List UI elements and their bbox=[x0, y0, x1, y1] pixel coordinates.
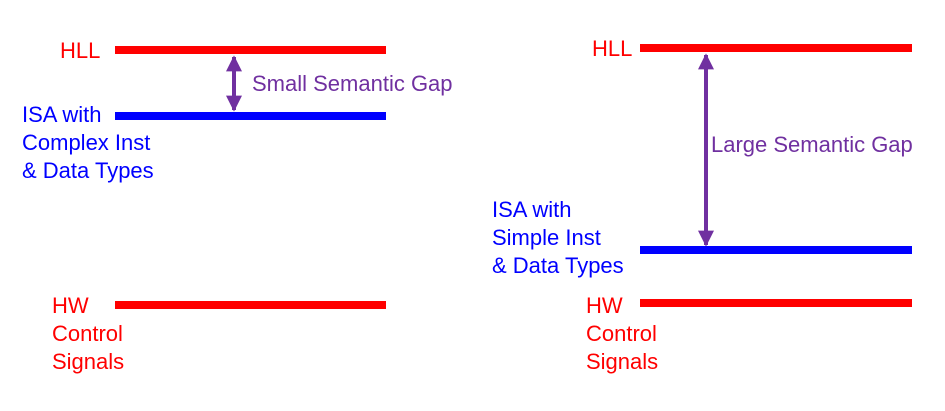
right-hll-label: HLL bbox=[592, 36, 632, 61]
right-gap-label: Large Semantic Gap bbox=[711, 132, 913, 157]
left-gap-label: Small Semantic Gap bbox=[252, 71, 453, 96]
right-isa-label-line2: Simple Inst bbox=[492, 225, 601, 250]
left-hw-label-line1: HW bbox=[52, 293, 89, 318]
right-hw-label-line3: Signals bbox=[586, 349, 658, 374]
left-isa-label-line1: ISA with bbox=[22, 102, 101, 127]
right-isa-label-line3: & Data Types bbox=[492, 253, 624, 278]
left-panel: HLL Small Semantic Gap ISA with Complex … bbox=[22, 38, 453, 374]
left-hw-label-line3: Signals bbox=[52, 349, 124, 374]
right-hw-label-line1: HW bbox=[586, 293, 623, 318]
left-isa-label-line2: Complex Inst bbox=[22, 130, 150, 155]
left-hw-label-line2: Control bbox=[52, 321, 123, 346]
right-panel: HLL Large Semantic Gap ISA with Simple I… bbox=[492, 36, 913, 374]
right-hw-label-line2: Control bbox=[586, 321, 657, 346]
left-hll-label: HLL bbox=[60, 38, 100, 63]
right-isa-label-line1: ISA with bbox=[492, 197, 571, 222]
left-isa-label-line3: & Data Types bbox=[22, 158, 154, 183]
